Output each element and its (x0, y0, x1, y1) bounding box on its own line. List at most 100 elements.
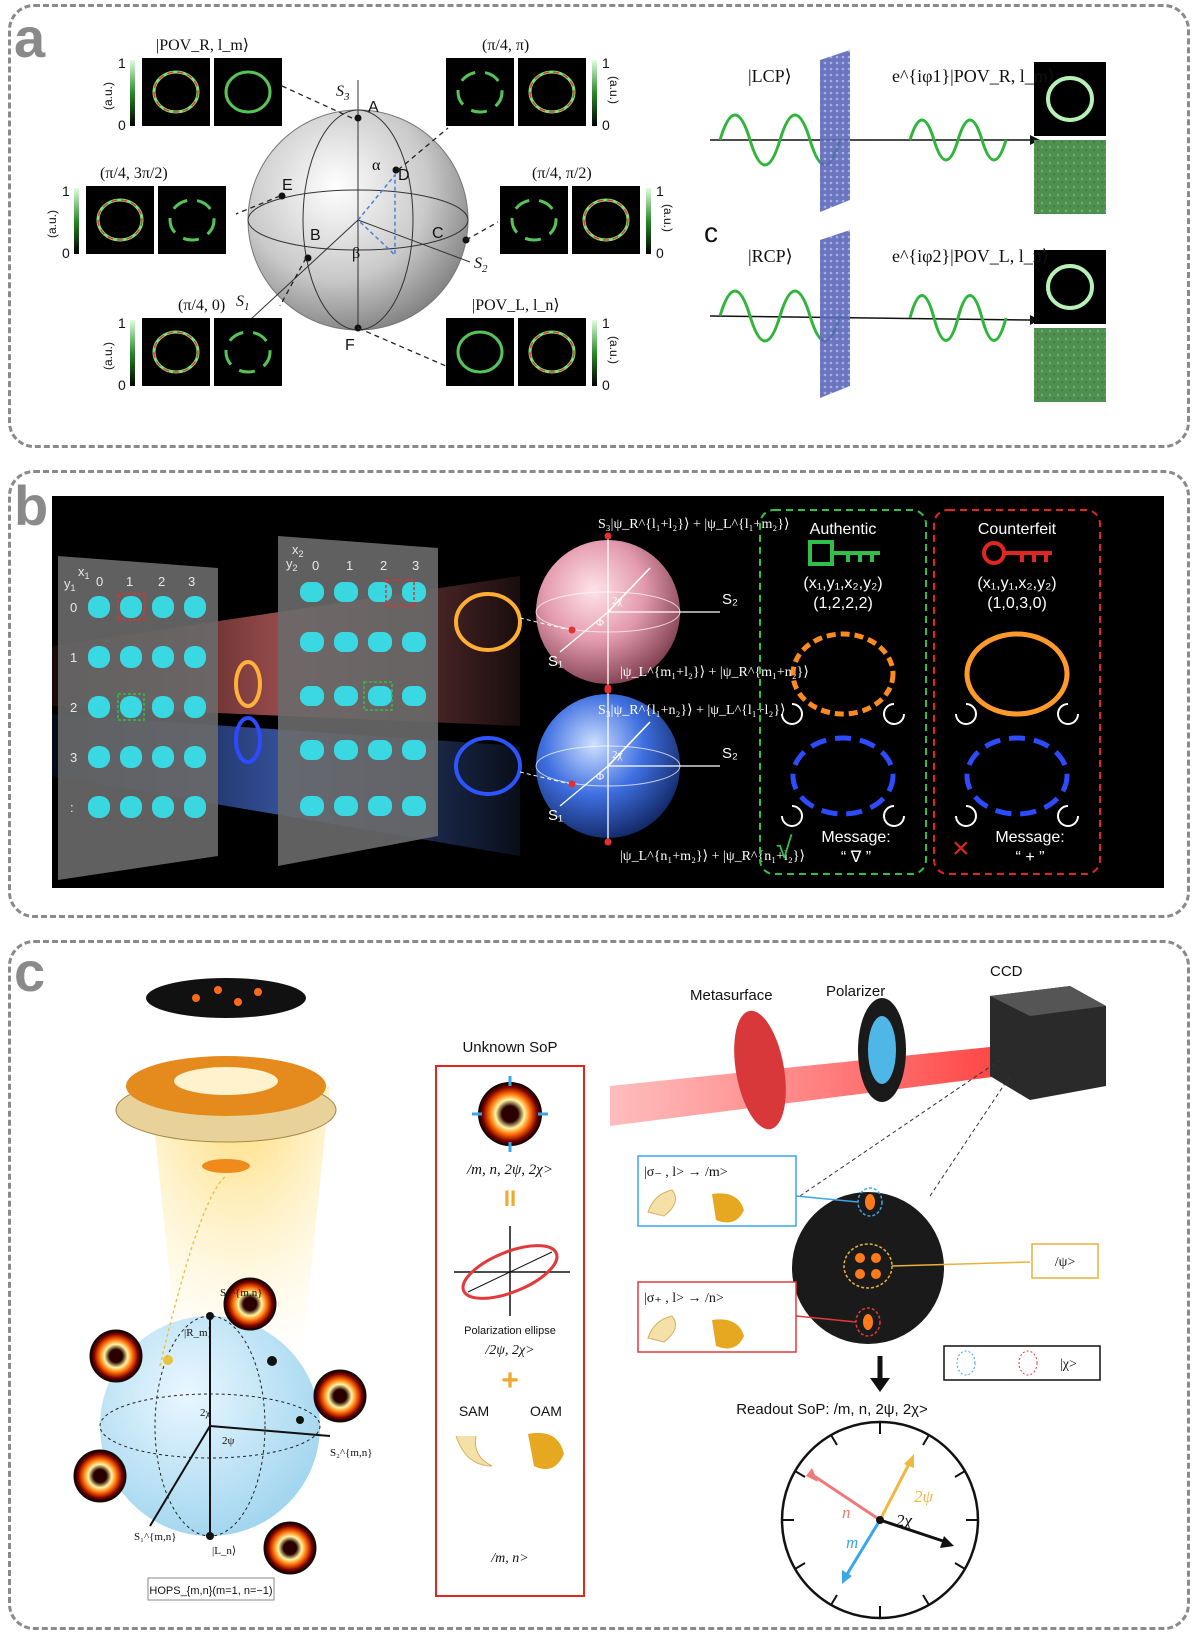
col-tick: 2 (380, 558, 387, 573)
beam-bottom (709, 230, 1106, 402)
inset-title-pov-l: |POV_L, l_n⟩ (472, 297, 560, 314)
inset-title-pi-pi: (π/4, π) (482, 37, 529, 54)
axis-s2: S2 (474, 255, 488, 275)
point-F: F (345, 337, 355, 354)
grid2-y-axis: y2 (286, 556, 298, 573)
counterfeit-key-vars: (x₁,y₁,x₂,y₂) (977, 575, 1056, 592)
point-B: B (310, 227, 321, 244)
panel-a-label: a (14, 6, 46, 69)
row-tick: : (70, 800, 74, 815)
cbar-bottom: 0 (62, 245, 70, 261)
hops-s1: S₁^{m,n} (134, 1531, 176, 1543)
cbar-top: 1 (118, 315, 126, 331)
inset-pi4-pi2 (500, 186, 651, 254)
sphere-bot-bottom: |ψ_L^{n₁+m₂}⟩ + |ψ_R^{n₁+l₂}⟩ (620, 849, 805, 864)
col-tick: 3 (188, 574, 195, 589)
col-tick: 0 (312, 558, 319, 573)
equals-sign: II (504, 1186, 516, 1211)
oam-label: OAM (530, 1403, 562, 1419)
col-tick: 2 (158, 574, 165, 589)
cbar-top: 1 (62, 183, 70, 199)
axis-s2: S₂ (722, 745, 738, 762)
inset-pov-l (446, 318, 597, 386)
beam-bottom-in: |RCP⟩ (748, 246, 793, 266)
inset-pov-r (130, 58, 282, 126)
inset-pi4-pi (446, 58, 597, 126)
authentic-key-vals: (1,2,2,2) (813, 595, 873, 612)
box-n-label: |σ₊ , l> → /n> (644, 1291, 724, 1306)
check-icon: √ (776, 832, 793, 865)
point-C: C (432, 225, 444, 242)
angle-phi: Φ (596, 617, 604, 629)
sphere-bot-title: S₃|ψ_R^{l₁+n₂}⟩ + |ψ_L^{l₁+l₂}⟩ (598, 703, 786, 718)
angle-chi: 2χ (612, 595, 623, 607)
hops-l: |L_n⟩ (212, 1545, 236, 1557)
authentic-title: Authentic (810, 521, 877, 538)
row-tick: 1 (70, 650, 77, 665)
angle-alpha: α (372, 157, 381, 174)
beam-top-out: e^{iφ1}|POV_R, l_m⟩ (892, 66, 1055, 86)
row-tick: 2 (70, 700, 77, 715)
beam-top-in: |LCP⟩ (748, 66, 792, 86)
inset-pi4-0 (130, 318, 282, 386)
box-chi-label: |χ> (1060, 1357, 1077, 1372)
counterfeit-message-value: “ + ” (1016, 849, 1045, 866)
point-A: A (368, 99, 379, 116)
cbar-top: 1 (656, 183, 664, 199)
panel-a-sub-label: c (704, 217, 718, 248)
col-tick: 1 (346, 558, 353, 573)
cbar-unit: (a.u.) (101, 342, 115, 370)
cbar-bottom: 0 (602, 117, 610, 133)
panel-c-label: c (14, 940, 46, 1003)
panel-b-figure: y1 x1 0 1 2 3 0 1 2 3 : y2 x2 0 1 2 3 (52, 496, 1164, 888)
axis-s2: S₂ (722, 591, 738, 608)
readout-label: Readout SoP: /m, n, 2ψ, 2χ> (736, 1401, 928, 1418)
metasurface-grid-1 (88, 596, 206, 818)
row-tick: 0 (70, 600, 77, 615)
counterfeit-message-label: Message: (995, 829, 1064, 846)
plus-sign: + (501, 1364, 519, 1397)
hops-s3: S₃^{m,n} (220, 1287, 262, 1299)
cbar-top: 1 (602, 315, 610, 331)
inset-title-0: (π/4, 0) (178, 297, 225, 314)
cbar-unit: (a.u.) (661, 204, 675, 232)
axis-s1: S₁ (548, 807, 563, 824)
cbar-top: 1 (118, 55, 126, 71)
col-tick: 3 (412, 558, 419, 573)
inset-pi4-3pi2 (74, 186, 226, 254)
state-sam-oam: /m, n> (490, 1551, 528, 1566)
unknown-sop-title: Unknown SoP (462, 1039, 557, 1056)
state-full: /m, n, 2ψ, 2χ> (466, 1162, 553, 1178)
authentic-key-icon (808, 540, 880, 566)
panel-a-frame (8, 4, 1190, 448)
panel-c-frame (8, 940, 1190, 1630)
cbar-bottom: 0 (602, 377, 610, 393)
clock-m: m (846, 1533, 858, 1552)
counterfeit-key-icon (982, 541, 1052, 565)
angle-beta: β (352, 245, 360, 262)
ellipse-label: Polarization ellipse (464, 1325, 556, 1337)
hops-r: |R_m⟩ (184, 1327, 212, 1339)
cbar-bottom: 0 (118, 377, 126, 393)
counterfeit-title: Counterfeit (978, 521, 1057, 538)
panel-c-figure: S₃^{m,n} |R_m⟩ S₂^{m,n} S₁^{m,n} |L_n⟩ 2… (73, 963, 1106, 1620)
col-tick: 0 (96, 574, 103, 589)
point-E: E (282, 177, 293, 194)
clock-n: n (842, 1503, 851, 1522)
clock-chi: 2χ (896, 1511, 913, 1530)
cbar-unit: (a.u.) (607, 336, 621, 364)
hops-label: HOPS_{m,n}(m=1, n=−1) (149, 1585, 272, 1597)
counterfeit-key-vals: (1,0,3,0) (987, 595, 1047, 612)
axis-s3: S3 (336, 83, 350, 103)
angle-chi: 2χ (612, 749, 623, 761)
hops-beam-profiles (73, 1277, 367, 1575)
cbar-unit: (a.u.) (45, 210, 59, 238)
hops-s2: S₂^{m,n} (330, 1447, 372, 1459)
cbar-unit: (a.u.) (607, 76, 621, 104)
cbar-unit: (a.u.) (101, 82, 115, 110)
beam-bottom-out: e^{iφ2}|POV_L, l_n⟩ (892, 246, 1049, 266)
authentic-message-label: Message: (821, 829, 890, 846)
inset-title-pov-r: |POV_R, l_m⟩ (156, 37, 249, 54)
point-D: D (398, 167, 410, 184)
inset-title-pi2: (π/4, π/2) (532, 165, 592, 182)
